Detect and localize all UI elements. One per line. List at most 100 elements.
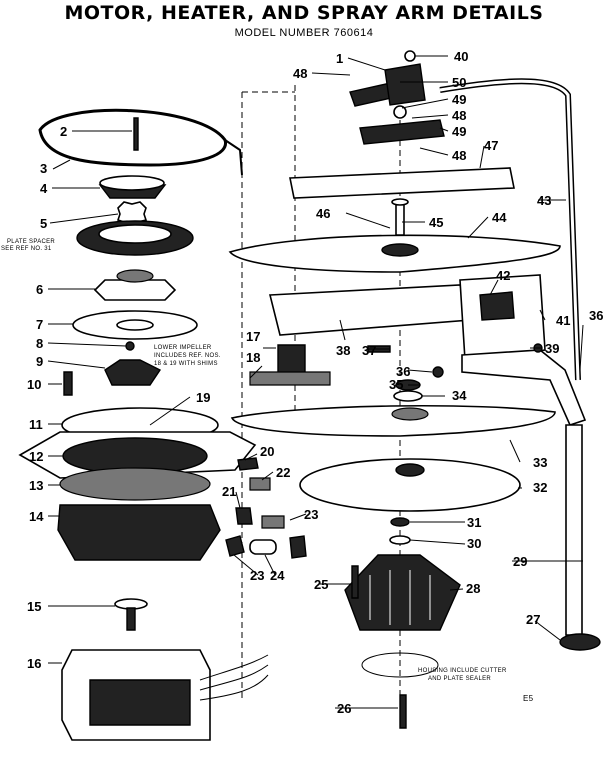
heater-bolt (133, 117, 139, 151)
callout-48c: 48 (452, 148, 466, 163)
callout-19: 19 (196, 390, 210, 405)
clamp-23b (289, 535, 307, 559)
note-housing-2: AND PLATE SEALER (428, 676, 491, 682)
tube-cap (559, 633, 601, 651)
callout-24: 24 (270, 568, 285, 583)
motor-shaft (126, 607, 136, 631)
callout-43: 43 (537, 193, 551, 208)
callout-35: 35 (389, 377, 403, 392)
heater-element (38, 108, 227, 167)
callout-1: 1 (336, 51, 343, 66)
callout-27: 27 (526, 612, 540, 627)
callout-12: 12 (29, 449, 43, 464)
callout-21: 21 (222, 484, 236, 499)
callout-7: 7 (36, 317, 43, 332)
note-impeller-1: LOWER IMPELLER (154, 345, 212, 351)
callout-39: 39 (545, 341, 559, 356)
nozzle-body (384, 63, 426, 106)
callout-31: 31 (467, 515, 481, 530)
screw-26 (399, 694, 407, 729)
note-impeller-3: 18 & 19 WITH SHIMS (154, 361, 218, 367)
callout-49b: 49 (452, 124, 466, 139)
pump-housing-28 (344, 554, 461, 631)
bracket-49 (359, 119, 445, 145)
fitting-21 (235, 507, 253, 525)
callout-33: 33 (533, 455, 547, 470)
shaft-45-cap (391, 198, 409, 206)
callout-36a: 36 (396, 364, 410, 379)
callout-41: 41 (556, 313, 570, 328)
seal-31 (390, 517, 410, 527)
motor-leads (199, 654, 269, 701)
note-housing-1: HOUSING INCLUDE CUTTER (418, 668, 507, 674)
callout-5: 5 (40, 216, 47, 231)
feed-tube-inner (439, 79, 580, 381)
mount-bolt (63, 371, 73, 396)
page-title: MOTOR, HEATER, AND SPRAY ARM DETAILS (64, 2, 544, 24)
nut-36 (432, 366, 444, 378)
callout-36b: 36 (589, 308, 603, 323)
screw-40 (404, 50, 416, 62)
callout-29: 29 (513, 554, 527, 569)
leader-lines (47, 55, 584, 709)
lower-spray-arm (230, 404, 556, 437)
lower-impeller (104, 359, 162, 386)
callout-28: 28 (466, 581, 480, 596)
outlet-pipe (461, 349, 587, 426)
impeller-gear (116, 201, 148, 227)
fitting-23 (261, 515, 285, 529)
pump-housing-mid (59, 467, 211, 501)
hose-24 (249, 539, 277, 555)
spray-arm-47 (289, 167, 515, 199)
callout-45: 45 (429, 215, 443, 230)
drain-tube (565, 424, 583, 636)
callout-23b: 23 (304, 507, 318, 522)
note-impeller-2: INCLUDES REF. NOS. (154, 353, 221, 359)
upper-spray-arm-hub (381, 243, 419, 257)
motor-winding (89, 679, 191, 726)
screw-25 (351, 565, 359, 599)
callout-8: 8 (36, 336, 43, 351)
callout-3: 3 (40, 161, 47, 176)
callout-25: 25 (314, 577, 328, 592)
callout-13: 13 (29, 478, 43, 493)
callout-11: 11 (29, 417, 43, 432)
callout-48a: 48 (293, 66, 307, 81)
callout-40: 40 (454, 49, 468, 64)
note-plate-spacer: PLATE SPACER (7, 239, 55, 245)
callout-23a: 23 (250, 568, 264, 583)
callout-50: 50 (452, 75, 466, 90)
fitting-22 (249, 477, 271, 491)
callout-34: 34 (452, 388, 467, 403)
callout-14: 14 (29, 509, 44, 524)
manifold-38 (268, 284, 472, 336)
bearing-housing-top (116, 269, 154, 283)
callout-42: 42 (496, 268, 510, 283)
washer-49 (393, 105, 407, 119)
model-number: MODEL NUMBER 760614 (234, 27, 374, 39)
impeller-blade (249, 371, 331, 386)
callout-20: 20 (260, 444, 274, 459)
callout-18: 18 (246, 350, 260, 365)
clamp-23a (225, 535, 245, 557)
callout-10: 10 (27, 377, 41, 392)
filter-disc (299, 458, 521, 512)
callout-37: 37 (362, 343, 376, 358)
pad-42 (479, 291, 515, 321)
callout-32: 32 (533, 480, 547, 495)
callout-46: 46 (316, 206, 330, 221)
callout-48b: 48 (452, 108, 466, 123)
pump-base (57, 504, 221, 561)
callout-17: 17 (246, 329, 260, 344)
callout-4: 4 (40, 181, 48, 196)
plate-spacer-inner (98, 224, 172, 244)
seal-30 (389, 535, 411, 545)
pump-housing-28-ribs (369, 570, 431, 625)
heater-terminal (224, 139, 243, 176)
callout-16: 16 (27, 656, 41, 671)
filter-disc-center (395, 463, 425, 477)
seal-34 (393, 390, 423, 402)
callout-38: 38 (336, 343, 350, 358)
callout-44: 44 (492, 210, 507, 225)
